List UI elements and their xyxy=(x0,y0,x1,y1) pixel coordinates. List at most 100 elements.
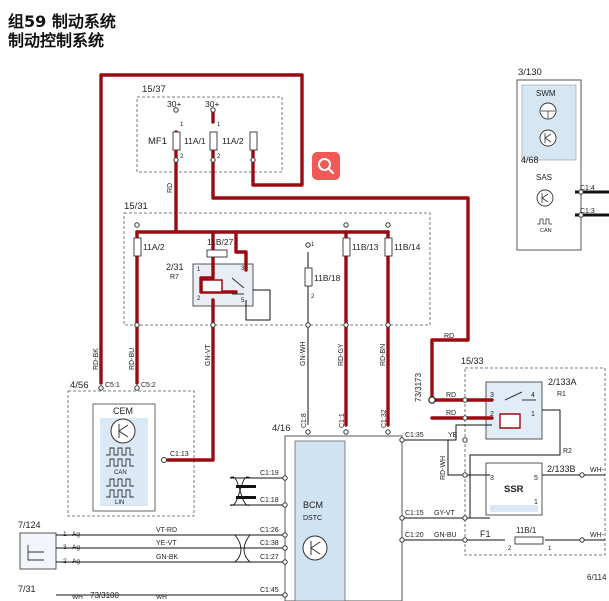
switch-contact xyxy=(504,391,536,401)
label-relay-p5: 5 xyxy=(241,298,245,304)
label-switch-id: 2/133A xyxy=(548,377,577,387)
fuse-11a1-top xyxy=(172,131,181,151)
label-bcm-c18: C1:8 xyxy=(301,413,308,428)
label-w-gy-vt: GY-VT xyxy=(434,510,455,517)
label-wire-rd-gy: RD-GY xyxy=(338,343,345,366)
bcm-inner xyxy=(294,440,346,601)
label-ssr-p1: 1 xyxy=(534,499,538,506)
labels: 15/37 30+ 30+ MF1 11A/1 11A/2 1 1 2 2 RD… xyxy=(18,67,607,601)
wire-rd-bk xyxy=(99,73,304,385)
label-switch-p4: 4 xyxy=(531,392,535,399)
fuse-11a2 xyxy=(133,237,142,257)
label-sas-can: CAN xyxy=(540,228,552,234)
swm-transistor-icon xyxy=(539,129,557,147)
label-mf1: MF1 xyxy=(148,136,167,147)
label-pin1-b: 1 xyxy=(217,122,221,128)
label-cem-name: CEM xyxy=(113,406,133,416)
label-cem-c51: C5:1 xyxy=(105,382,120,389)
label-sas-name: SAS xyxy=(536,173,552,182)
fuse-11b14 xyxy=(384,237,393,257)
label-fuse-11b13: 11B/13 xyxy=(352,242,379,252)
label-bcm-c132: C1:32 xyxy=(381,409,388,428)
label-ssr-p3: 3 xyxy=(490,475,494,482)
label-pin2-a: 2 xyxy=(180,154,184,160)
label-ssr-p5: 5 xyxy=(534,475,538,482)
label-cem-lin: LIN xyxy=(115,500,124,506)
page-title: 组59 制动系统 制动控制系统 xyxy=(8,12,116,50)
wire-relay-feed xyxy=(234,230,248,272)
label-ag3: Ag xyxy=(72,558,80,565)
can-marker-2 xyxy=(236,496,256,499)
label-w-rd2: RD xyxy=(446,410,456,417)
fuse-11b27 xyxy=(206,249,228,258)
search-icon xyxy=(318,158,335,175)
wire-11a1-to-rd xyxy=(211,148,470,402)
label-sensor-id: 7/124 xyxy=(18,520,41,530)
label-relay-id: 2/31 xyxy=(166,262,184,272)
switch-box-15-33 xyxy=(464,367,606,556)
label-wire-rd-bk: RD-BK xyxy=(93,348,100,370)
wire-rd-wh xyxy=(447,440,490,476)
cem-transistor-symbol xyxy=(118,424,129,438)
red-wires xyxy=(99,73,494,462)
label-wire-gn-wh: GN-WH xyxy=(300,342,307,367)
label-swm-id: 3/130 xyxy=(518,67,542,78)
label-fuse-11a1: 11A/1 xyxy=(184,136,206,146)
label-relay-r7: R7 xyxy=(170,274,179,281)
label-wire-rd-top: RD xyxy=(167,183,174,193)
label-switch-p1: 1 xyxy=(531,411,535,418)
search-button[interactable] xyxy=(312,152,340,180)
label-f1: F1 xyxy=(480,529,491,539)
label-ag2: Ag xyxy=(72,544,80,551)
label-bcm-c119: C1:19 xyxy=(260,470,279,477)
label-w-ye: YE xyxy=(448,432,458,439)
label-cem-can: CAN xyxy=(114,470,127,476)
connector-73-3173 xyxy=(428,396,436,404)
label-wire-gn-vt: GN-VT xyxy=(205,344,212,367)
label-cem-c113: C1:13 xyxy=(170,451,189,458)
fuse-box-15-37 xyxy=(136,96,283,173)
label-relay-p2: 2 xyxy=(197,296,201,302)
fuse-11b13 xyxy=(342,237,351,257)
label-ag1: Ag xyxy=(72,531,80,538)
label-sas-c14: C1:4 xyxy=(580,185,595,192)
label-w-ye-vt: YE-VT xyxy=(156,540,177,547)
label-f1-p1: 1 xyxy=(548,546,552,552)
label-sas-id: 4/68 xyxy=(521,155,539,165)
switch-coil xyxy=(499,413,521,429)
sas-can-wave-icon xyxy=(537,218,552,225)
label-bcm-c120: C1:20 xyxy=(405,532,424,539)
label-pin1-a: 1 xyxy=(180,122,184,128)
label-bcm-name: BCM xyxy=(303,500,323,510)
cem-box xyxy=(67,390,195,517)
label-supply-b: 30+ xyxy=(205,99,219,109)
label-relay-p3: 3 xyxy=(241,266,245,272)
label-relay-p1: 1 xyxy=(197,267,201,273)
label-conn-7-31: 7/31 xyxy=(18,584,36,594)
wire-relay-out xyxy=(245,289,271,321)
switch-2-133a xyxy=(485,381,543,440)
wire-r2-loop xyxy=(469,409,561,519)
cem-lin-wave-icon xyxy=(106,478,134,498)
label-f1-p2: 2 xyxy=(508,546,512,552)
label-w-wh-a: WH xyxy=(72,594,83,601)
label-switch-box-id: 15/33 xyxy=(461,356,484,366)
label-swm-name: SWM xyxy=(536,89,556,98)
label-switch-p3: 3 xyxy=(490,392,494,399)
label-bcm-c11: C1:1 xyxy=(339,413,346,428)
label-bcm-c126: C1:26 xyxy=(260,527,279,534)
label-bcm-dstc: DSTC xyxy=(303,515,322,522)
label-box-bottom-p1: 1 xyxy=(311,242,315,248)
cem-transistor-icon xyxy=(110,418,136,444)
title-line1: 组59 制动系统 xyxy=(8,12,116,31)
label-bcm-c118: C1:18 xyxy=(260,497,279,504)
label-bcm-id: 4/16 xyxy=(272,423,291,434)
label-pin2-b: 2 xyxy=(217,154,221,160)
swm-inner xyxy=(521,84,577,161)
label-cem-id: 4/56 xyxy=(70,380,89,391)
label-bcm-c115: C1:15 xyxy=(405,510,424,517)
label-fuse-11b1: 11B/1 xyxy=(516,526,537,535)
label-sas-c13: C1:3 xyxy=(580,208,595,215)
label-box-15-31: 15/31 xyxy=(124,201,148,212)
